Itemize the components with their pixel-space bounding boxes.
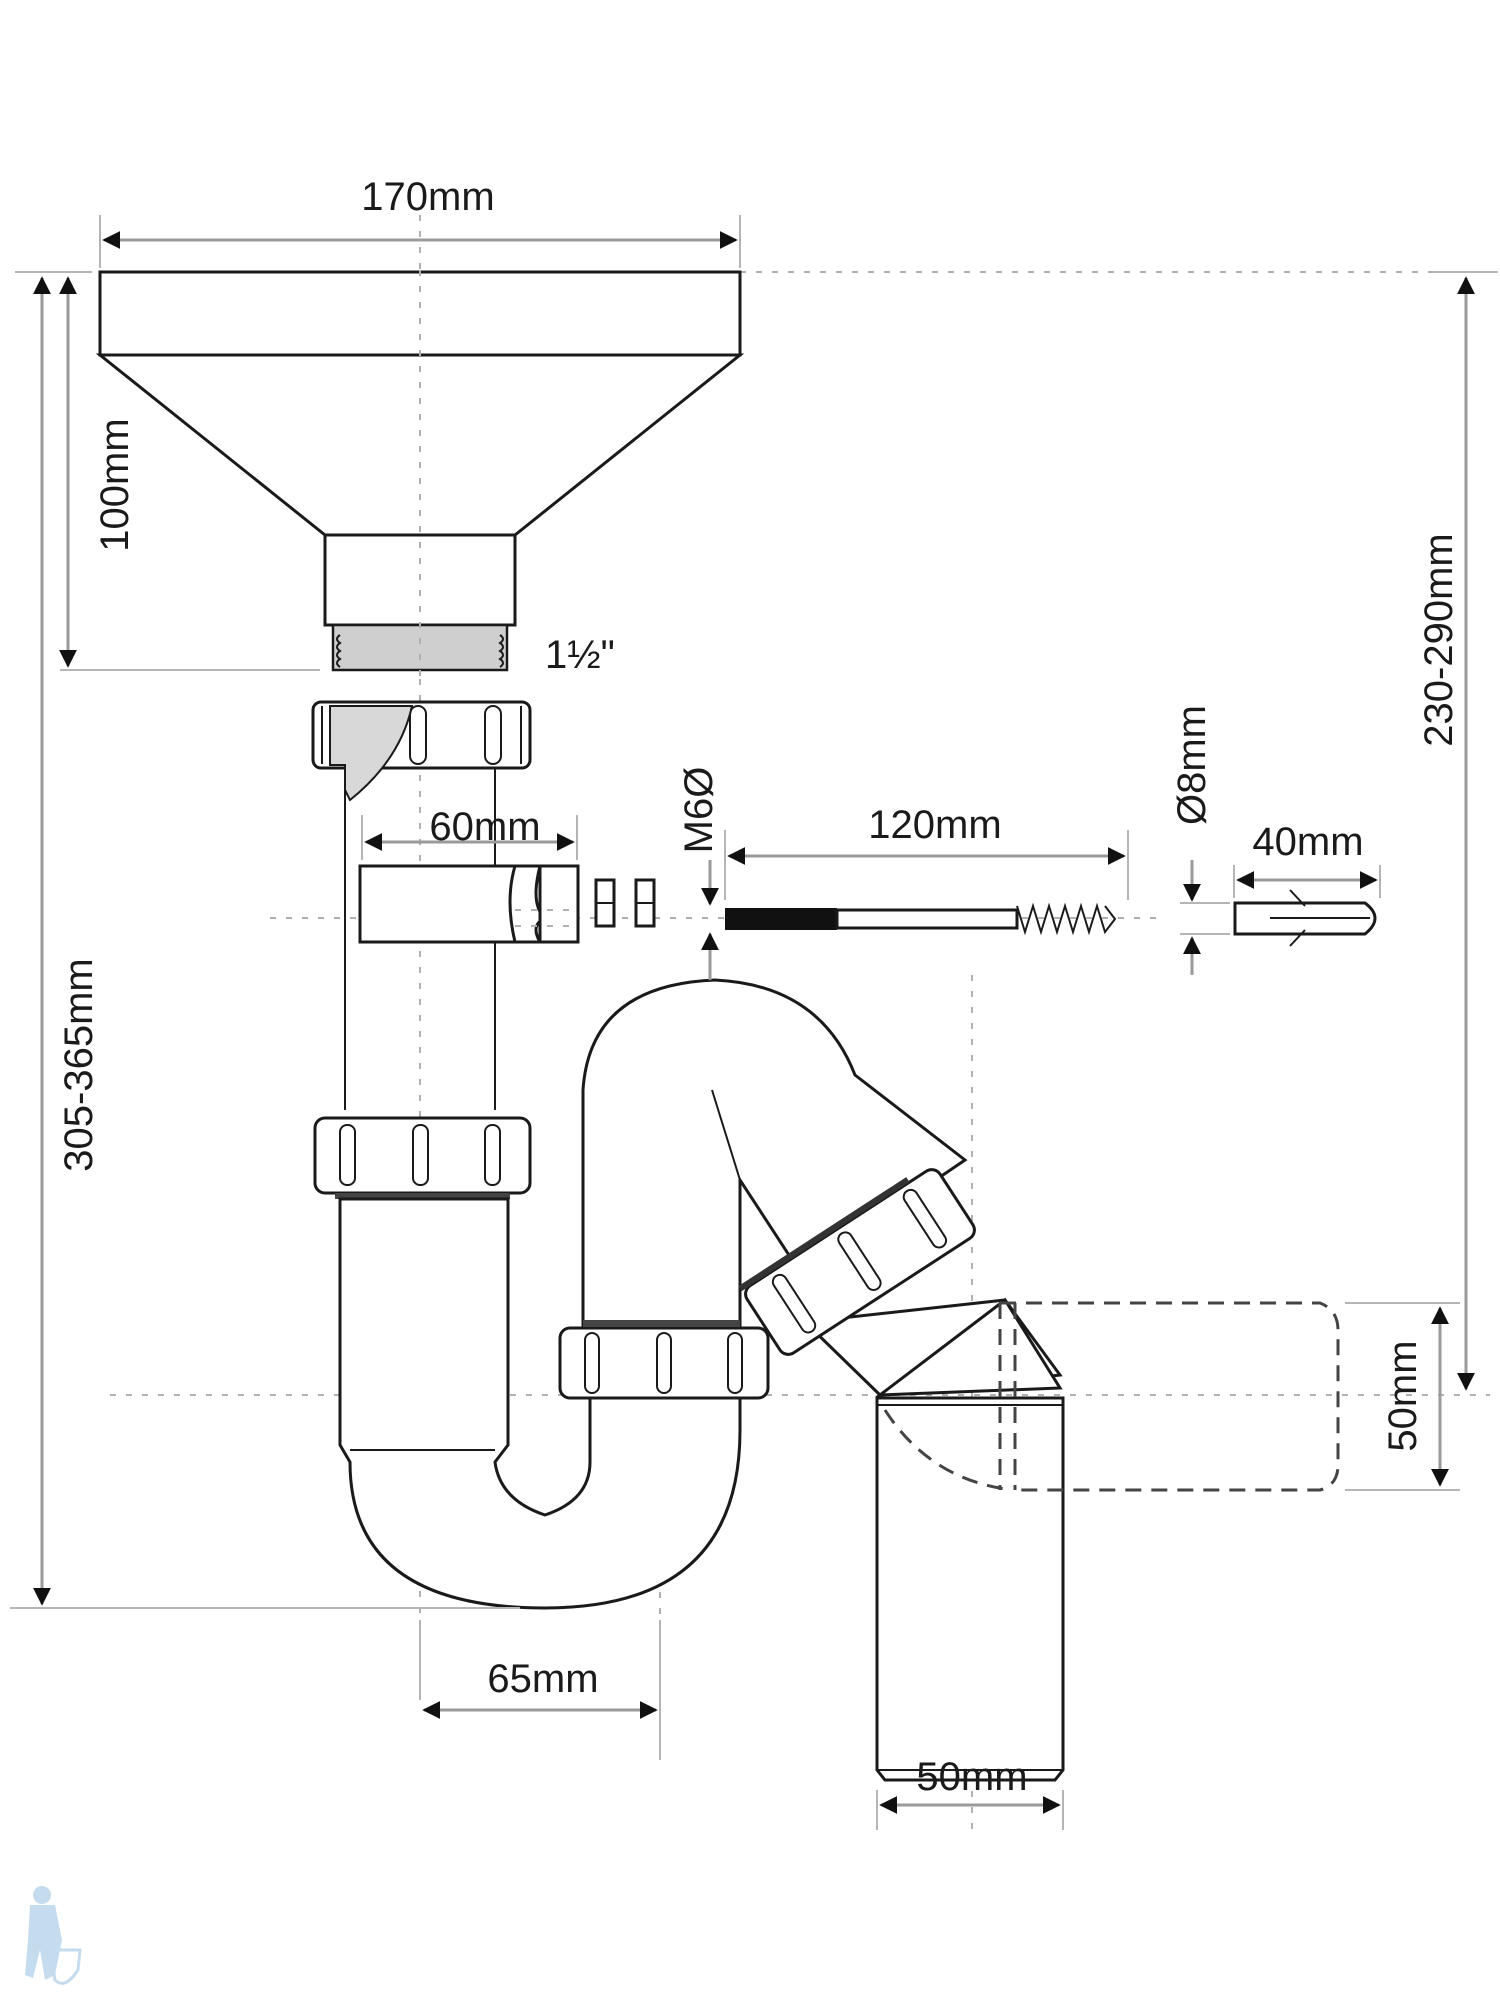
dim-funnel-width: 170mm [99,175,741,268]
inlet-lower-nut [313,1116,532,1199]
outlet-diameter-vertical-label: 50mm [1381,1340,1425,1451]
dim-clip-width: 60mm [361,805,578,860]
outlet-diameter-horizontal-label: 50mm [916,1755,1027,1799]
outlet-pipe-vertical [875,1396,1065,1782]
funnel-width-label: 170mm [361,175,494,219]
plug-diameter-label: Ø8mm [1170,705,1214,825]
dim-total-height: 305-365mm [10,276,520,1609]
bolt-shank [835,908,1019,930]
dim-bolt-length: 120mm [724,803,1129,900]
bolt-length-label: 120mm [868,803,1001,847]
top-nut [311,700,532,802]
return-nut [558,1320,770,1400]
bolt-wood-thread [1016,902,1117,936]
dim-plug-diameter: Ø8mm [1170,705,1230,975]
clip-neck [508,864,548,944]
washers [594,878,656,928]
plumber-with-toilet-icon [25,1886,82,1985]
wall-clip [358,864,580,944]
plug-length-label: 40mm [1252,820,1363,864]
dim-outlet-diameter-vertical: 50mm [1345,1302,1460,1491]
clip-width-label: 60mm [429,805,540,849]
total-height-label: 305-365mm [57,958,101,1171]
dim-trap-offset: 65mm [419,1620,661,1760]
hanger-bolt [725,902,1117,936]
bolt-thread-label: M6Ø [677,767,721,854]
funnel-height-label: 100mm [93,418,137,551]
dim-outlet-height: 230-290mm [1417,271,1498,1391]
outlet-pipe-horizontal-alternative [883,1301,1340,1492]
clip-body [358,864,517,944]
p-trap-bend [338,1197,742,1610]
thread-size-label: 1½" [545,633,615,677]
bolt-machine-thread [725,908,837,930]
outlet-height-label: 230-290mm [1417,533,1461,746]
clip-head [538,864,580,944]
funnel [95,270,745,680]
horizontal-outlet-outline [1000,1301,1340,1492]
funnel-rim [98,270,742,357]
trap-offset-label: 65mm [487,1657,598,1701]
return-nut-body [558,1326,770,1400]
angled-outlet [738,1168,1063,1397]
u-bend [338,1197,742,1610]
return-leg [581,978,968,1327]
wall-plug [1233,889,1377,947]
dim-plug-length: 40mm [1233,820,1381,898]
dim-funnel-height: 100mm [15,271,320,671]
thread-teeth [336,634,504,668]
upper-arch [581,978,968,1327]
outlet-pipe-body [875,1396,1065,1782]
dim-bolt-thread: M6Ø [677,767,721,980]
dim-outlet-diameter-horizontal: 50mm [876,1755,1064,1830]
funnel-thread [331,623,509,672]
